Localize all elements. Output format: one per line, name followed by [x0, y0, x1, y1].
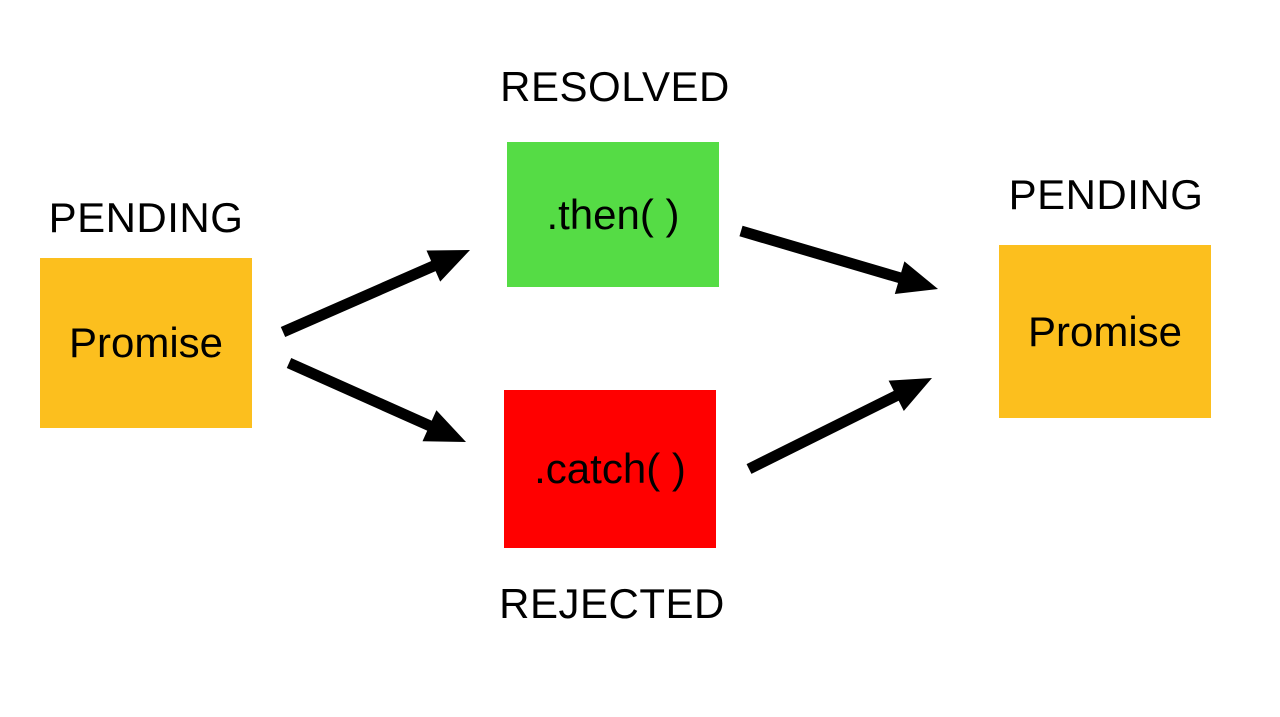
catch-to-promise-shaft — [746, 388, 905, 474]
node-then-handler: .then( ) — [507, 142, 719, 287]
node-promise-result: Promise — [999, 245, 1211, 418]
state-label-rejected: REJECTED — [499, 580, 725, 627]
node-catch-handler-label: .catch( ) — [534, 445, 686, 492]
promise-to-catch-shaft — [286, 357, 438, 434]
state-label-pending-left: PENDING — [48, 194, 244, 241]
node-promise-start: Promise — [40, 258, 252, 428]
node-promise-result-label: Promise — [1027, 307, 1183, 355]
state-label-resolved: RESOLVED — [500, 63, 730, 110]
then-to-promise-arrowhead — [894, 261, 938, 294]
node-catch-handler: .catch( ) — [504, 390, 716, 548]
then-to-promise-shaft — [739, 225, 907, 285]
promise-to-then-shaft — [280, 258, 442, 338]
node-then-handler-label: .then( ) — [546, 190, 680, 238]
node-promise-start-label: Promise — [68, 319, 224, 366]
promise-to-catch-arrowhead — [422, 410, 466, 442]
promise-to-then-arrowhead — [426, 250, 470, 282]
state-label-pending-right: PENDING — [1008, 171, 1204, 218]
catch-to-promise-arrowhead — [888, 378, 932, 411]
